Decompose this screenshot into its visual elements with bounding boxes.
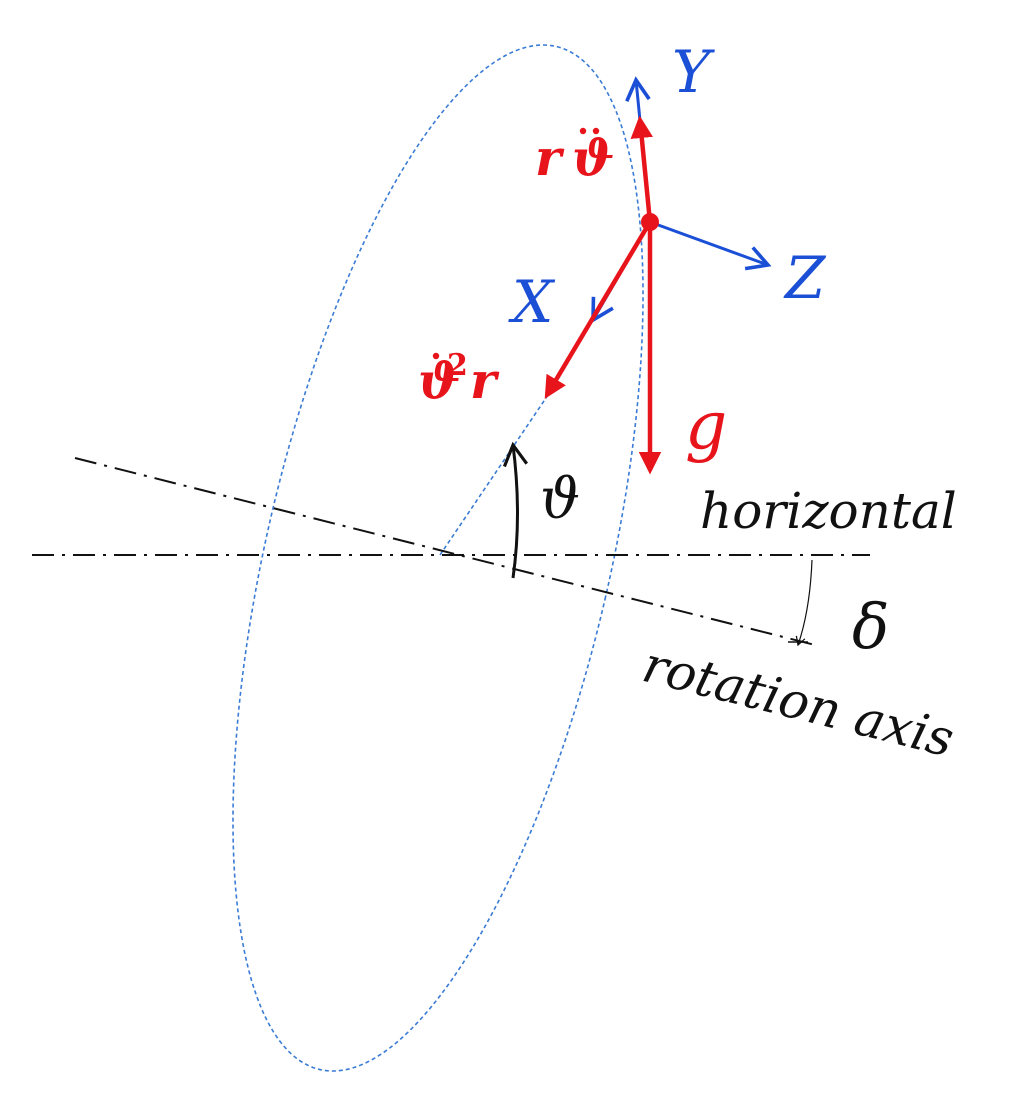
rotation-axis-label: rotation axis — [637, 635, 959, 768]
double-dot-mark — [579, 127, 587, 135]
theta-angle-arc — [502, 441, 529, 579]
tangential-force-label: r ϑ — [535, 127, 614, 187]
y-axis-label: Y — [672, 38, 715, 106]
centripetal-force-exponent: 2 — [447, 348, 468, 383]
delta-label: δ — [852, 590, 889, 663]
z-axis-arrow — [649, 220, 772, 271]
centripetal-force-r: r — [470, 351, 500, 410]
mass-point — [641, 213, 659, 231]
delta-angle-arc — [795, 559, 813, 647]
centripetal-force-label: ϑ 2 r — [418, 348, 500, 410]
x-axis-label: X — [508, 268, 556, 336]
horizontal-label: horizontal — [700, 482, 957, 540]
gravity-label: g — [685, 387, 727, 464]
tangential-force-theta: ϑ — [572, 128, 614, 187]
radius-line — [439, 394, 549, 556]
rotation-axis-line — [74, 457, 816, 646]
theta-label: ϑ — [540, 467, 580, 532]
single-dot-mark — [432, 352, 440, 360]
centripetal-force-arrow — [544, 220, 652, 399]
tangential-force-r: r — [535, 128, 565, 187]
centripetal-force-theta: ϑ — [418, 351, 460, 410]
double-dot-mark — [592, 127, 600, 135]
z-axis-label: Z — [783, 244, 827, 312]
orbit-ellipse — [232, 44, 644, 1072]
tangential-force-arrow — [630, 115, 653, 223]
